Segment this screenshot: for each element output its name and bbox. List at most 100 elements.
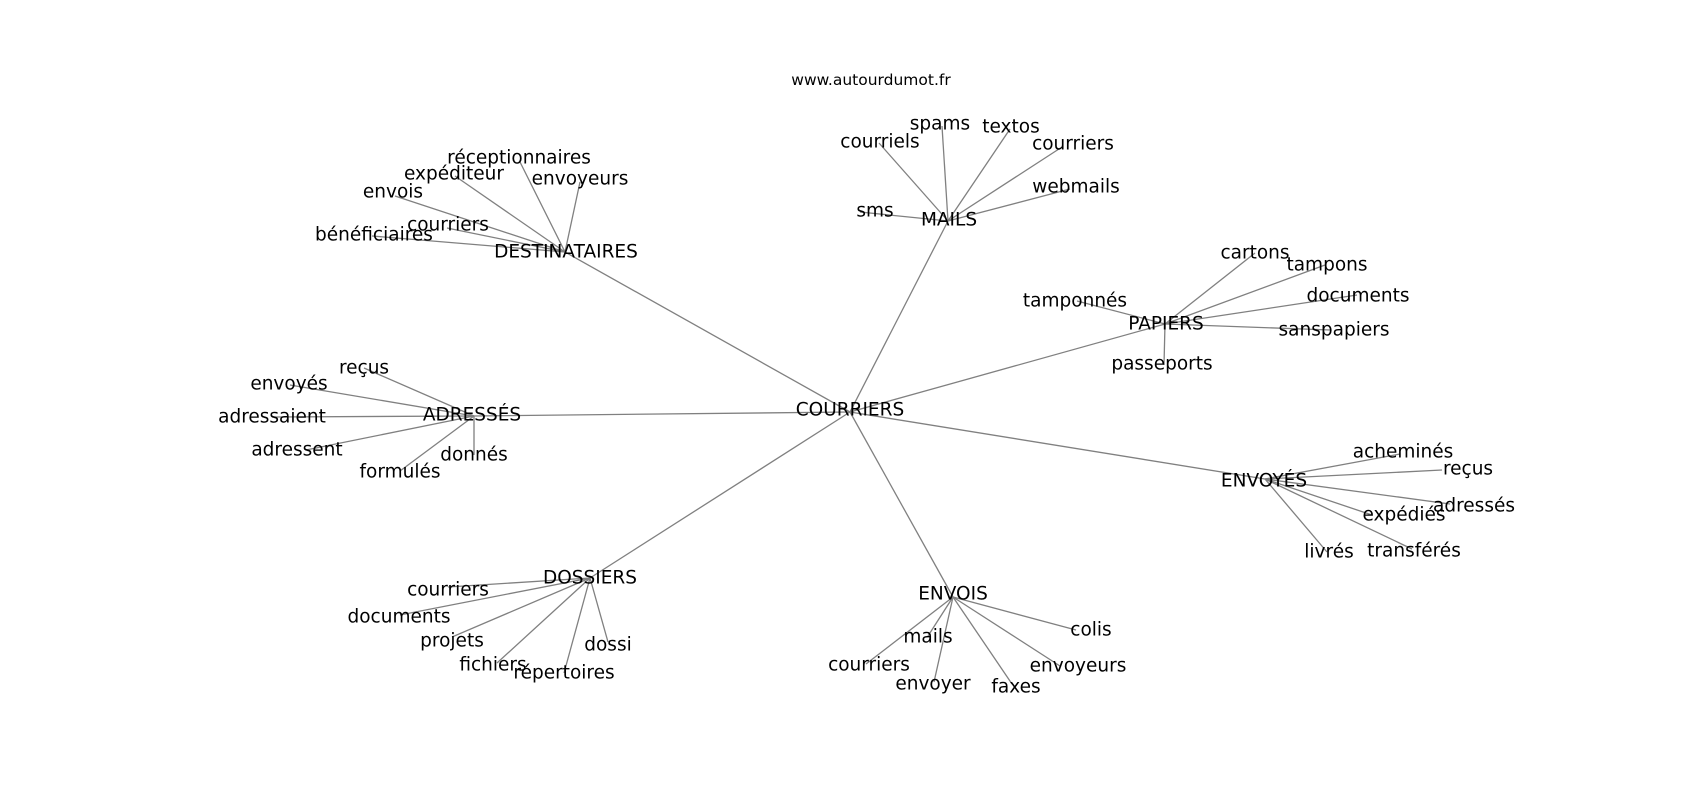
leaf-node-label: adressés: [1433, 496, 1515, 517]
hub-node-label: DESTINATAIRES: [494, 242, 638, 263]
hub-node-label: ENVOYÉS: [1221, 470, 1307, 492]
edge-hub-leaf: [454, 175, 566, 253]
edge-hub-leaf: [952, 596, 1077, 631]
graph-labels: COURRIERS DESTINATAIRES réceptionnaires exp…: [218, 114, 1515, 698]
leaf-node-label: mails: [903, 627, 952, 648]
graph-edges: [271, 125, 1451, 685]
leaf-node-label: courriers: [407, 215, 489, 236]
leaf-node-label: envoyeurs: [532, 169, 629, 190]
edge-hub-leaf: [933, 596, 954, 683]
leaf-node-label: cartons: [1220, 243, 1289, 264]
leaf-node-label: courriers: [407, 580, 489, 601]
leaf-node-label: formulés: [359, 462, 440, 483]
hub-node-label: ADRESSÉS: [423, 404, 521, 426]
edge-root-hub: [849, 323, 1166, 413]
edge-hub-leaf: [1163, 323, 1166, 366]
edge-hub-leaf: [1164, 323, 1331, 331]
leaf-node-label: adressent: [251, 440, 342, 461]
leaf-node-label: tamponnés: [1023, 291, 1127, 312]
edge-hub-leaf: [519, 161, 566, 253]
edge-hub-leaf: [952, 596, 1013, 685]
leaf-node-label: spams: [910, 114, 970, 135]
site-url: www.autourdumot.fr: [791, 71, 951, 89]
edge-hub-leaf: [496, 577, 591, 664]
edge-hub-leaf: [1264, 478, 1451, 505]
edge-hub-leaf: [1164, 264, 1326, 325]
edge-root-hub: [473, 411, 851, 417]
leaf-node-label: tampons: [1286, 255, 1367, 276]
leaf-node-label: transférés: [1367, 541, 1461, 562]
edge-hub-leaf: [947, 188, 1071, 222]
edge-hub-leaf: [865, 596, 954, 665]
edge-hub-leaf: [947, 146, 1063, 222]
edge-hub-leaf: [1264, 478, 1328, 553]
edge-hub-leaf: [363, 367, 475, 417]
hub-node-label: ENVOIS: [918, 584, 988, 605]
edge-hub-leaf: [399, 577, 591, 616]
edge-hub-leaf: [927, 596, 954, 637]
edge-hub-leaf: [1164, 294, 1358, 325]
leaf-node-label: envoyeurs: [1030, 656, 1127, 677]
leaf-node-label: sanspapiers: [1279, 320, 1390, 341]
leaf-node-label: expédiés: [1362, 505, 1445, 526]
edge-hub-leaf: [941, 125, 949, 222]
edge-hub-leaf: [394, 195, 566, 253]
leaf-node-label: courriers: [1032, 134, 1114, 155]
edge-hub-leaf: [1264, 453, 1401, 480]
edge-hub-leaf: [1264, 469, 1443, 480]
leaf-node-label: projets: [420, 631, 484, 652]
edge-hub-leaf: [589, 577, 609, 643]
edge-hub-leaf: [1264, 478, 1413, 550]
leaf-node-label: documents: [348, 607, 451, 628]
leaf-node-label: dossi: [584, 635, 631, 656]
edge-root-hub: [849, 220, 949, 413]
leaf-node-label: envoyés: [250, 374, 327, 395]
leaf-node-label: acheminés: [1353, 442, 1454, 463]
edge-hub-leaf: [451, 577, 591, 638]
leaf-node-label: textos: [982, 117, 1039, 138]
edge-hub-leaf: [289, 384, 475, 417]
leaf-node-label: courriers: [828, 655, 910, 676]
leaf-node-label: reçus: [1443, 459, 1493, 480]
leaf-node-label: envois: [363, 182, 423, 203]
edge-root-hub: [564, 251, 851, 413]
leaf-node-label: livrés: [1304, 542, 1353, 563]
edge-hub-leaf: [563, 577, 591, 674]
hub-node-label: PAPIERS: [1128, 314, 1204, 335]
edge-root-hub: [849, 411, 954, 598]
edge-hub-leaf: [564, 181, 581, 253]
leaf-node-label: passeports: [1111, 354, 1212, 375]
edge-hub-leaf: [447, 577, 591, 588]
leaf-node-label: fichiers: [459, 655, 526, 676]
leaf-node-label: bénéficiaires: [315, 225, 433, 246]
leaf-node-label: envoyer: [895, 674, 971, 695]
edge-hub-leaf: [446, 227, 566, 253]
edge-hub-leaf: [1264, 478, 1373, 516]
edge-hub-leaf: [371, 235, 566, 253]
leaf-node-label: adressaient: [218, 407, 326, 428]
leaf-node-label: faxes: [991, 677, 1040, 698]
hub-node-label: DOSSIERS: [543, 568, 637, 589]
leaf-node-label: webmails: [1032, 177, 1120, 198]
edge-hub-leaf: [878, 142, 949, 222]
edge-hub-leaf: [1076, 300, 1166, 325]
leaf-node-label: donnés: [440, 445, 508, 466]
hub-node-label: MAILS: [921, 210, 977, 231]
leaf-node-label: documents: [1307, 286, 1410, 307]
leaf-node-label: réceptionnaires: [447, 148, 591, 169]
leaf-node-label: sms: [856, 201, 893, 222]
leaf-node-label: courriels: [840, 132, 919, 153]
edge-hub-leaf: [271, 415, 475, 418]
edge-root-hub: [849, 411, 1266, 480]
leaf-node-label: reçus: [339, 358, 389, 379]
edge-hub-leaf: [859, 211, 949, 222]
edge-hub-leaf: [1164, 252, 1256, 325]
edge-hub-leaf: [947, 128, 1011, 222]
root-node-label: COURRIERS: [796, 400, 904, 421]
leaf-node-label: colis: [1070, 620, 1111, 641]
edge-hub-leaf: [952, 596, 1061, 667]
edge-hub-leaf: [399, 415, 475, 472]
leaf-node-label: répertoires: [513, 663, 614, 684]
